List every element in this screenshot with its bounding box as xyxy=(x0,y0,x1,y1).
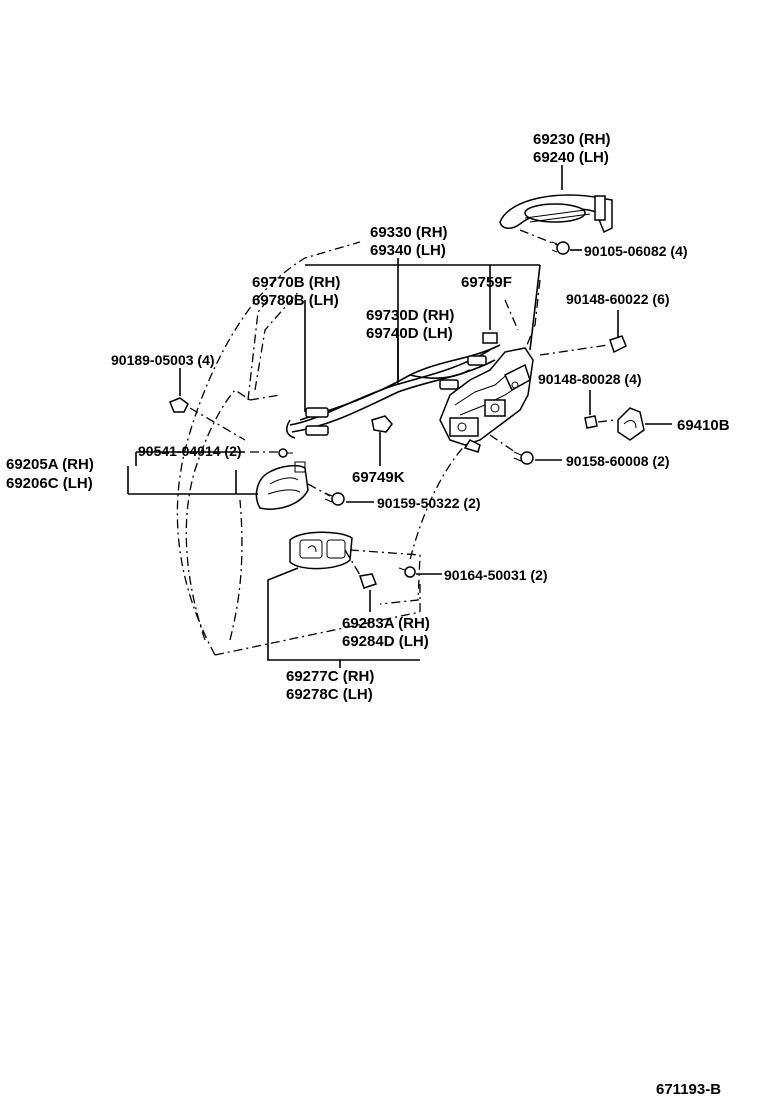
label-69240-lh: 69240 (LH) xyxy=(533,149,609,166)
label-90148-80028: 90148-80028 (4) xyxy=(538,371,642,387)
label-69205a-rh: 69205A (RH) xyxy=(6,456,94,473)
label-69780b-lh: 69780B (LH) xyxy=(252,292,339,309)
door-lock-assembly-drawing xyxy=(439,347,534,453)
cables-drawing xyxy=(285,258,541,439)
screw-90148-80028-drawing xyxy=(584,390,598,429)
label-69730d-rh: 69730D (RH) xyxy=(366,307,454,324)
label-69277c-rh: 69277C (RH) xyxy=(286,668,374,685)
label-69749k: 69749K xyxy=(352,469,405,486)
label-90164-50031: 90164-50031 (2) xyxy=(444,567,548,583)
label-69410b: 69410B xyxy=(677,417,730,434)
label-69283a-rh: 69283A (RH) xyxy=(342,615,430,632)
screw-90148-60022-drawing xyxy=(539,335,627,356)
label-69284d-lh: 69284D (LH) xyxy=(342,633,429,650)
handle-bezel-drawing xyxy=(267,531,421,668)
screw-90164-drawing xyxy=(398,566,416,578)
bolt-90105-drawing xyxy=(519,229,570,255)
label-69230-rh: 69230 (RH) xyxy=(533,131,611,148)
label-90541-04014: 90541-04014 (2) xyxy=(138,443,242,459)
label-90105-06082: 90105-06082 (4) xyxy=(584,243,688,259)
label-69340-lh: 69340 (LH) xyxy=(370,242,446,259)
screw-90159-drawing xyxy=(307,483,345,506)
label-69770b-rh: 69770B (RH) xyxy=(252,274,340,291)
label-90189-05003: 90189-05003 (4) xyxy=(111,352,215,368)
label-69740d-lh: 69740D (LH) xyxy=(366,325,453,342)
label-69330-rh: 69330 (RH) xyxy=(370,224,448,241)
striker-69410b-drawing xyxy=(597,407,645,441)
screw-90158-drawing xyxy=(489,434,534,465)
label-90148-60022: 90148-60022 (6) xyxy=(566,291,670,307)
outside-handle-drawing xyxy=(499,194,613,234)
clip-69749k-drawing xyxy=(371,415,393,466)
label-69206c-lh: 69206C (LH) xyxy=(6,475,93,492)
diagram-code: 671193-B xyxy=(656,1081,721,1098)
clip-90541-drawing xyxy=(135,448,293,466)
label-90158-60008: 90158-60008 (2) xyxy=(566,453,670,469)
inside-handle-drawing xyxy=(127,461,309,510)
clip-69759f-drawing xyxy=(482,299,519,344)
label-69278c-lh: 69278C (LH) xyxy=(286,686,373,703)
clip-90189-drawing xyxy=(169,368,246,441)
label-69759f: 69759F xyxy=(461,274,512,291)
label-90159-50322: 90159-50322 (2) xyxy=(377,495,481,511)
